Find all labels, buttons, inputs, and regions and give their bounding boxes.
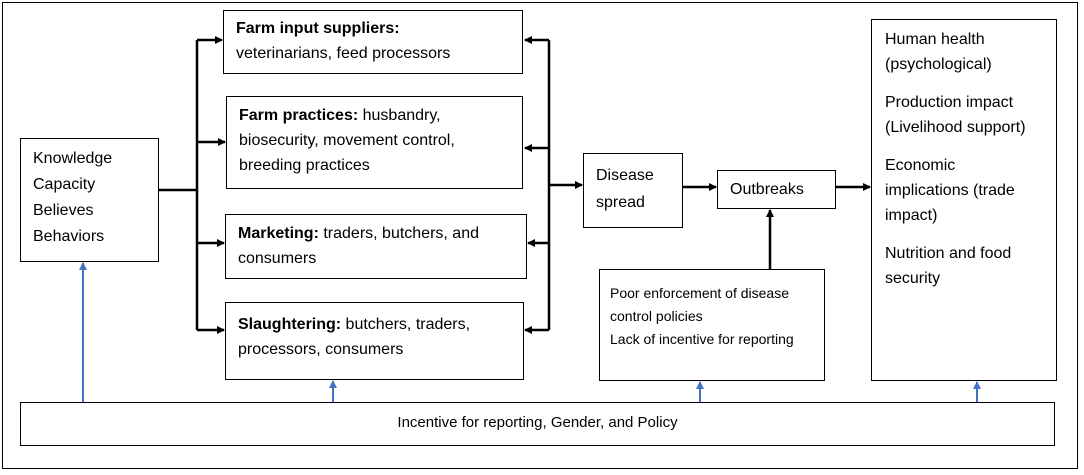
behaviors-line: Behaviors — [33, 228, 105, 245]
farm-practices-box: Farm practices: husbandry, biosecurity, … — [226, 96, 523, 189]
believes-line: Believes — [33, 202, 94, 219]
impacts-box: Human health (psychological) Production … — [871, 19, 1057, 381]
disease-spread-box: Disease spread — [583, 153, 683, 228]
nutrition-item: Nutrition and food security — [885, 245, 1012, 287]
poor-enforcement-text: Poor enforcement of disease control poli… — [610, 285, 789, 324]
outbreaks-box: Outbreaks — [717, 170, 836, 209]
production-impact-item: Production impact (Livelihood support) — [885, 94, 1026, 136]
poor-enforcement-box: Poor enforcement of disease control poli… — [599, 269, 825, 381]
suppliers-title: Farm input suppliers: — [236, 20, 400, 37]
incentive-policy-label: Incentive for reporting, Gender, and Pol… — [397, 414, 678, 431]
disease-spread-label: Disease spread — [596, 167, 654, 211]
slaughtering-title: Slaughtering: — [238, 316, 342, 333]
marketing-title: Marketing: — [238, 225, 319, 242]
farm-input-suppliers-box: Farm input suppliers: veterinarians, fee… — [223, 10, 523, 74]
practices-text: husbandry, biosecurity, movement control… — [239, 107, 455, 174]
human-health-item: Human health (psychological) — [885, 31, 992, 73]
diagram-frame — [2, 2, 1078, 469]
economic-implications-item: Economic implications (trade impact) — [885, 157, 1015, 224]
suppliers-text: veterinarians, feed processors — [236, 45, 451, 62]
marketing-text: traders, butchers, and consumers — [238, 225, 479, 267]
slaughtering-text: butchers, traders, processors, consumers — [238, 316, 471, 358]
practices-title: Farm practices: — [239, 107, 359, 124]
marketing-box: Marketing: traders, butchers, and consum… — [225, 214, 527, 279]
knowledge-line: Knowledge — [33, 150, 113, 167]
knowledge-box: Knowledge Capacity Believes Behaviors — [20, 138, 159, 262]
incentive-policy-box: Incentive for reporting, Gender, and Pol… — [20, 402, 1055, 446]
capacity-line: Capacity — [33, 176, 96, 193]
slaughtering-box: Slaughtering: butchers, traders, process… — [225, 302, 524, 380]
lack-of-incentive-text: Lack of incentive for reporting — [610, 331, 794, 347]
outbreaks-label: Outbreaks — [730, 181, 804, 198]
